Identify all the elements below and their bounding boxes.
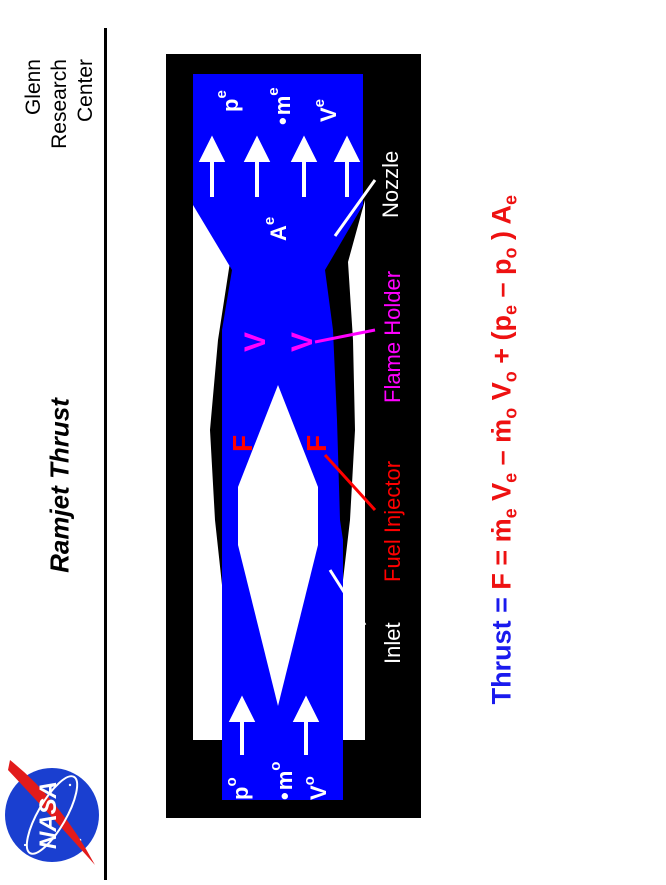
label-nozzle: Nozzle bbox=[378, 151, 403, 218]
engine-centerbody bbox=[238, 385, 318, 706]
fuel-injector-leader bbox=[323, 453, 377, 512]
nasa-logo-icon: NASA bbox=[5, 760, 99, 865]
flame-holder-mark-right: V bbox=[286, 332, 319, 352]
symbol-pe: pe bbox=[213, 90, 243, 112]
symbol-p0: po bbox=[223, 777, 253, 800]
flame-holder-mark-left: V bbox=[239, 332, 272, 352]
nozzle-leader bbox=[333, 179, 377, 237]
label-flame-holder: Flame Holder bbox=[380, 271, 405, 403]
fuel-injector-mark-left: F bbox=[227, 435, 258, 452]
symbol-ve: Ve bbox=[311, 99, 341, 122]
engine-cowl bbox=[193, 200, 365, 800]
nasa-logo-text: NASA bbox=[35, 781, 62, 849]
fuel-injector-mark-right: F bbox=[301, 435, 332, 452]
symbol-m0: •mo bbox=[267, 762, 297, 800]
inlet-flow-arrows bbox=[228, 695, 320, 755]
symbol-ae: Ae bbox=[261, 217, 291, 241]
symbol-v0: Vo bbox=[301, 776, 331, 800]
header-divider bbox=[104, 28, 107, 880]
exit-flow-arrows bbox=[198, 135, 361, 197]
inlet-leader bbox=[328, 569, 367, 626]
symbol-me: •me bbox=[265, 87, 295, 125]
label-fuel-injector: Fuel Injector bbox=[380, 461, 405, 582]
label-inlet: Inlet bbox=[380, 622, 405, 664]
flame-holder-leader bbox=[314, 328, 376, 344]
